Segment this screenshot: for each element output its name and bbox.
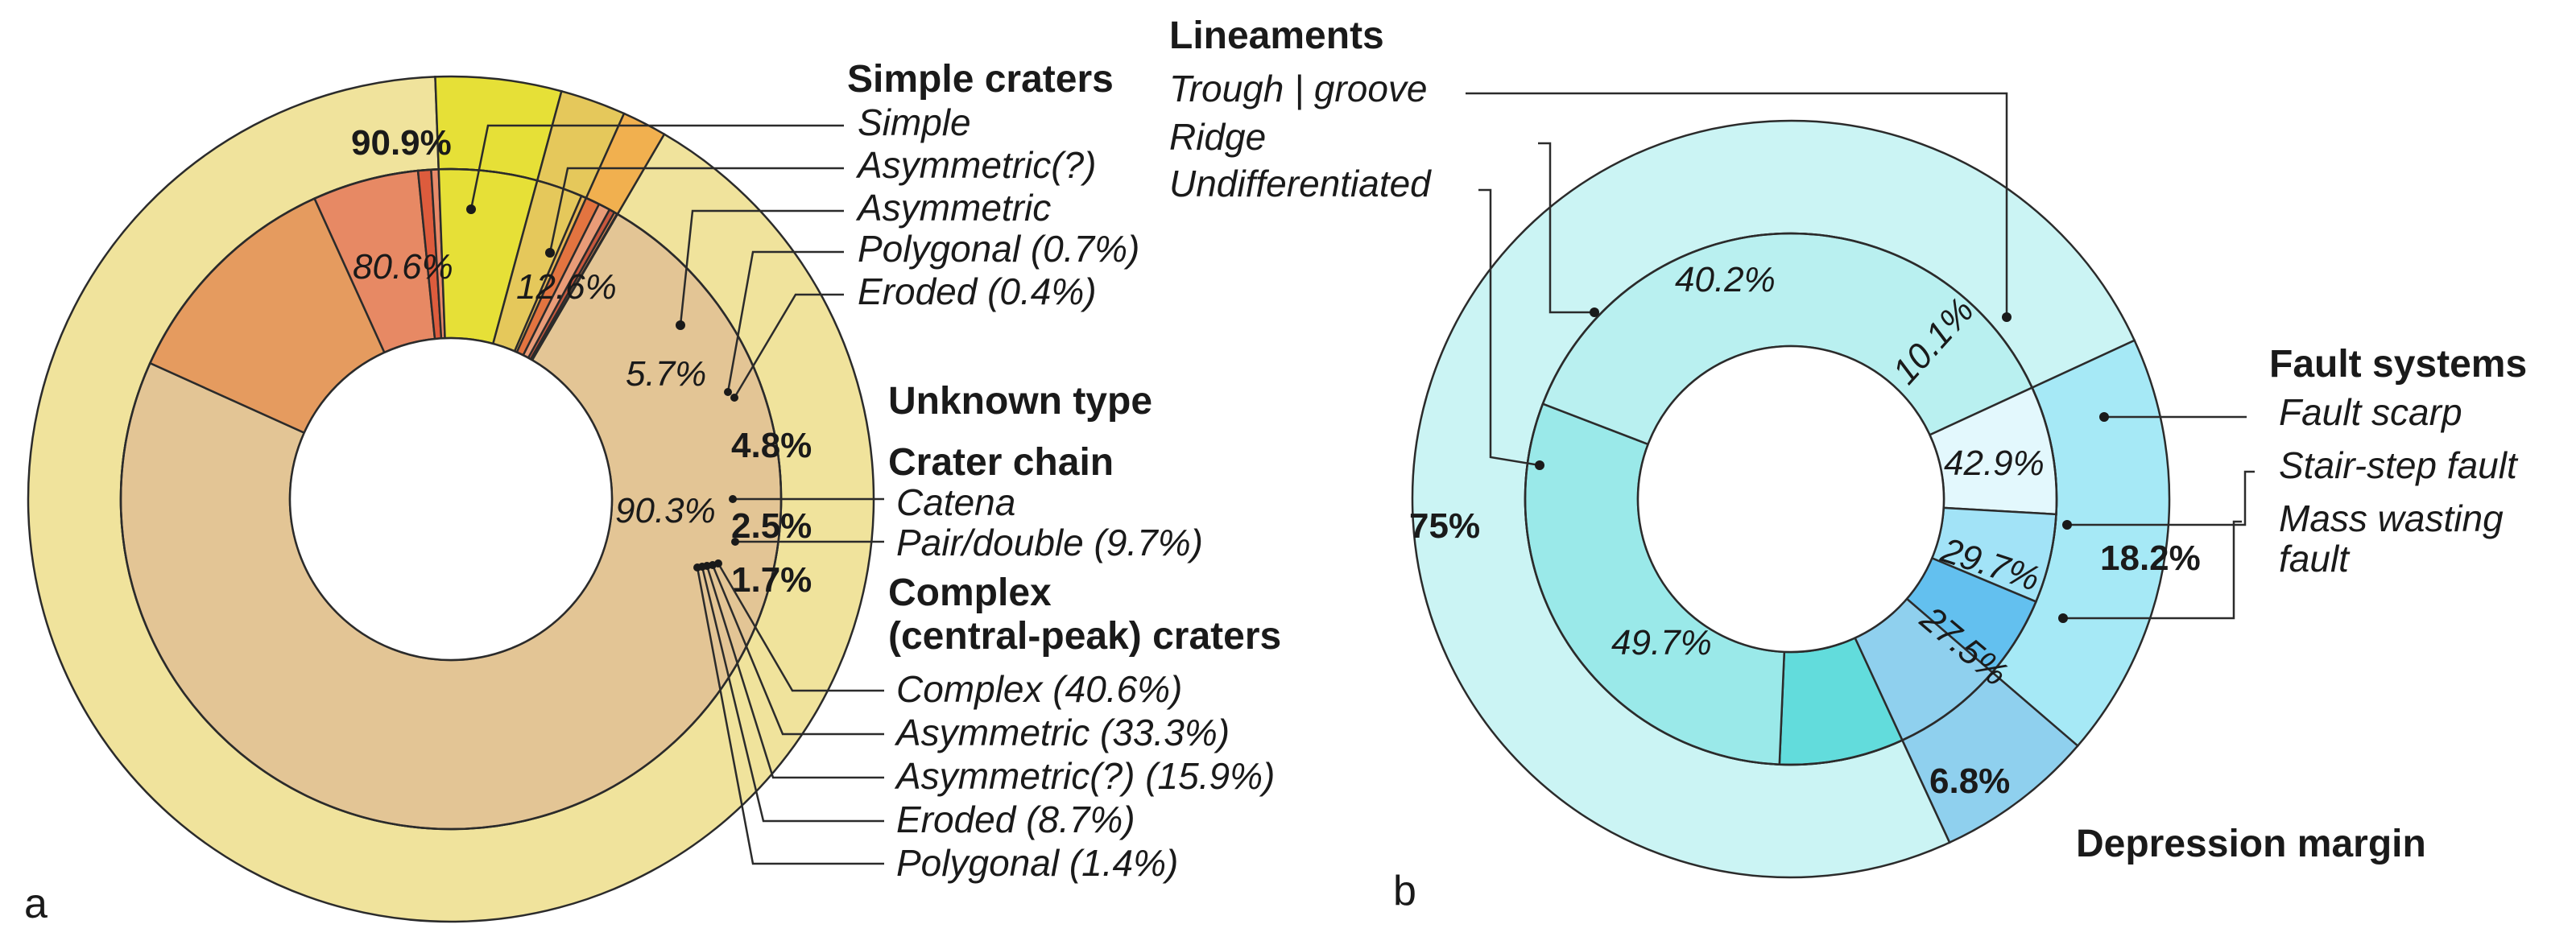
leader-asymmetric-q — [548, 167, 844, 254]
marker-fault-scarp — [2099, 412, 2109, 422]
leader-eroded — [733, 293, 844, 398]
ridge-value: 40.2% — [1675, 260, 1776, 299]
marker-catena — [729, 495, 737, 503]
simple-asymmetric-value: 5.7% — [626, 354, 706, 394]
unknown-type-value: 4.8% — [731, 426, 812, 465]
marker-complex-poly — [693, 563, 701, 572]
legend-complex: Complex (40.6%) — [896, 668, 1182, 710]
legend-pair-double: Pair/double (9.7%) — [896, 522, 1203, 563]
legend-mass-wasting-line1: Mass wasting — [2279, 497, 2504, 539]
legend-catena: Catena — [896, 481, 1015, 523]
legend-complex-asymmetric-q: Asymmetric(?) (15.9%) — [894, 755, 1275, 797]
legend-complex-eroded: Eroded (8.7%) — [896, 799, 1135, 840]
legend-simple-craters-title: Simple craters — [847, 58, 1114, 101]
leader-complex-poly — [696, 567, 884, 865]
panel-a-donut-hole — [288, 336, 614, 662]
legend-simple: Simple — [858, 101, 971, 143]
crater-chain-value: 2.5% — [731, 506, 812, 546]
marker-pair — [731, 538, 739, 546]
panel-b-inner-ring — [1524, 232, 2058, 766]
leader-complex-eroded — [701, 566, 884, 823]
fault-systems-value: 18.2% — [2100, 539, 2201, 578]
complex-craters-value: 1.7% — [731, 560, 812, 600]
undifferentiated-value: 49.7% — [1611, 623, 1712, 662]
panel-a-outer-ring — [27, 75, 875, 923]
legend-fault-scarp: Fault scarp — [2279, 391, 2462, 433]
chain-catena-value: 90.3% — [615, 491, 716, 530]
marker-polygonal — [724, 388, 732, 396]
panel-a-chart: 90.9% 4.8% 2.5% 1.7% 80.6% 12.6% 5.7% 90… — [24, 58, 1281, 927]
legend-trough-groove: Trough | groove — [1169, 68, 1428, 109]
legend-fault-systems-title: Fault systems — [2269, 343, 2527, 386]
legend-crater-chain-title: Crater chain — [888, 441, 1114, 484]
marker-eroded — [730, 394, 738, 402]
legend-eroded: Eroded (0.4%) — [858, 270, 1097, 312]
depression-margin-value: 6.8% — [1929, 761, 2010, 801]
leader-simple — [469, 124, 844, 210]
leader-undifferentiated — [1478, 188, 1540, 467]
marker-asymmetric-q — [545, 248, 555, 258]
marker-simple — [466, 204, 476, 214]
simple-asymmetric-q-value: 12.6% — [516, 267, 617, 307]
legend-depression-margin-title: Depression margin — [2076, 823, 2426, 865]
simple-simple-value: 80.6% — [353, 247, 453, 287]
legend-polygonal: Polygonal (0.7%) — [858, 228, 1139, 270]
legend-lineaments-title: Lineaments — [1169, 14, 1384, 57]
panel-b-chart: 75% 18.2% 6.8% 40.2% 49.7% 10.1% 42.9% 2… — [1169, 14, 2527, 914]
leader-asymmetric — [679, 209, 844, 326]
leader-polygonal — [726, 250, 844, 393]
marker-stair-step — [2062, 520, 2072, 530]
legend-complex-asymmetric: Asymmetric (33.3%) — [894, 712, 1230, 753]
legend-ridge: Ridge — [1169, 116, 1266, 158]
leader-complex-asym-q — [705, 565, 884, 779]
leader-ridge — [1538, 142, 1594, 314]
lineaments-value: 75% — [1409, 506, 1480, 546]
legend-complex-polygonal: Polygonal (1.4%) — [896, 842, 1178, 884]
legend-unknown-type-title: Unknown type — [888, 380, 1152, 423]
legend-asymmetric: Asymmetric — [855, 187, 1051, 229]
legend-complex-title-line1: Complex — [888, 572, 1052, 614]
marker-asymmetric — [676, 320, 685, 330]
fault-scarp-value: 42.9% — [1944, 444, 2045, 483]
marker-mass-wasting — [2058, 613, 2068, 623]
leader-trough — [1466, 92, 2008, 317]
panel-b-inner-ring-edge — [1524, 232, 2058, 766]
legend-complex-title-line2: (central-peak) craters — [888, 615, 1281, 658]
panel-b-label: b — [1393, 868, 1416, 914]
marker-undifferentiated — [1535, 460, 1544, 470]
legend-asymmetric-q: Asymmetric(?) — [855, 144, 1096, 186]
leader-complex-asym — [711, 564, 884, 736]
panel-a-label: a — [24, 881, 48, 927]
legend-stair-step-fault: Stair-step fault — [2279, 444, 2519, 486]
panel-b-donut-hole — [1636, 345, 1945, 654]
leader-mass-wasting — [2063, 520, 2242, 620]
leader-stair-step — [2067, 470, 2255, 526]
legend-undifferentiated: Undifferentiated — [1169, 163, 1432, 204]
simple-craters-value: 90.9% — [351, 123, 452, 163]
leader-complex — [717, 563, 884, 692]
legend-mass-wasting-line2: fault — [2279, 538, 2351, 580]
marker-ridge — [1590, 307, 1599, 317]
marker-trough — [2002, 312, 2012, 322]
